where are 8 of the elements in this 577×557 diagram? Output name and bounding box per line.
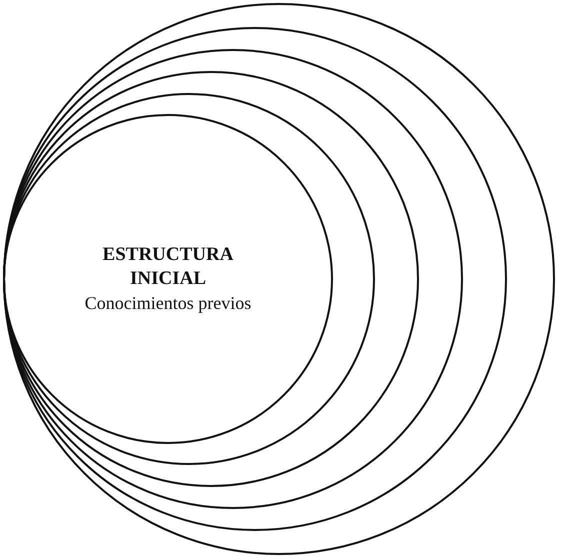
heading: ESTRUCTURA INICIAL (102, 242, 234, 290)
nested-circle (3, 92, 375, 464)
nested-circle (3, 26, 507, 530)
nested-circle (3, 48, 463, 508)
nested-circle (3, 114, 333, 444)
nested-circle (3, 2, 555, 554)
nested-circle (3, 70, 419, 486)
subtitle-text: Conocimientos previos (84, 292, 252, 314)
